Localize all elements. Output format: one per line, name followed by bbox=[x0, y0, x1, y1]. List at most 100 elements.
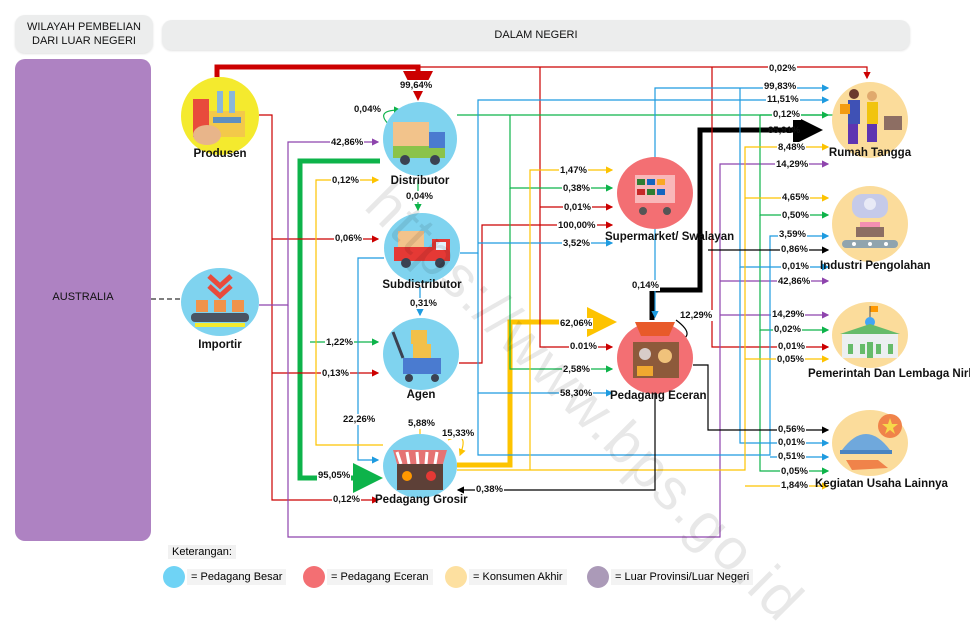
flow-line bbox=[418, 66, 871, 80]
label-distributor: Distributor bbox=[390, 175, 450, 187]
flow-label: 11,51% bbox=[766, 94, 800, 105]
government-building-icon bbox=[840, 306, 900, 358]
flow-label: 0,01% bbox=[563, 202, 592, 213]
flow-label: 0,04% bbox=[405, 191, 434, 202]
flow-line bbox=[259, 114, 380, 504]
flow-label: 0,38% bbox=[475, 484, 504, 495]
label-kegiatan: Kegiatan Usaha Lainnya bbox=[815, 478, 948, 490]
service-cloche-icon bbox=[840, 414, 902, 470]
flow-label: 0,38% bbox=[562, 183, 591, 194]
flow-label: 3,52% bbox=[562, 238, 591, 249]
node-industri[interactable] bbox=[832, 186, 908, 262]
flow-lines bbox=[214, 64, 871, 538]
flow-label: 0,86% bbox=[780, 244, 809, 255]
node-distributor[interactable] bbox=[383, 102, 457, 176]
node-pedagang-grosir[interactable] bbox=[383, 434, 457, 498]
flow-label: 0,02% bbox=[768, 63, 797, 74]
flow-line bbox=[456, 394, 656, 494]
flow-label: 0,05% bbox=[776, 354, 805, 365]
truck-icon bbox=[393, 122, 445, 165]
family-shopping-icon bbox=[840, 89, 902, 144]
flow-label: 0,01% bbox=[781, 261, 810, 272]
flow-label: 14,29% bbox=[775, 159, 810, 170]
flow-label: 99,83% bbox=[763, 81, 798, 92]
retail-shop-icon bbox=[633, 322, 679, 378]
flow-line bbox=[297, 158, 383, 493]
legend-label: = Konsumen Akhir bbox=[469, 569, 567, 585]
region-label: AUSTRALIA bbox=[52, 291, 114, 303]
node-produsen[interactable] bbox=[181, 77, 259, 155]
label-pemerintah: Pemerintah Dan Lembaga Nirlaba bbox=[808, 368, 970, 380]
flow-label: 95,05% bbox=[317, 470, 352, 481]
legend-item-pedagang-besar: = Pedagang Besar bbox=[163, 566, 287, 588]
flow-line bbox=[649, 115, 823, 320]
flow-line bbox=[315, 176, 383, 446]
flow-label: 0.01% bbox=[569, 341, 598, 352]
legend-label: = Pedagang Eceran bbox=[327, 569, 433, 585]
flow-line bbox=[259, 138, 380, 306]
header-foreign-region: WILAYAH PEMBELIAN DARI LUAR NEGERI bbox=[15, 15, 153, 53]
flow-label: 15,33% bbox=[441, 428, 476, 439]
legend-label: = Luar Provinsi/Luar Negeri bbox=[611, 569, 754, 585]
flow-label: 42,86% bbox=[777, 276, 812, 287]
node-kegiatan[interactable] bbox=[832, 410, 908, 476]
label-pedagang-grosir: Pedagang Grosir bbox=[375, 494, 468, 506]
flow-label: 0,05% bbox=[780, 466, 809, 477]
flow-line bbox=[357, 257, 384, 464]
flow-line bbox=[460, 96, 830, 254]
label-pedagang-eceran: Pedagang Eceran bbox=[610, 390, 707, 402]
flow-label: 99,64% bbox=[399, 80, 434, 91]
node-supermarket[interactable] bbox=[617, 157, 693, 229]
production-line-icon bbox=[842, 194, 898, 248]
label-agen: Agen bbox=[406, 389, 436, 401]
flow-line bbox=[287, 160, 830, 538]
label-subdistributor: Subdistributor bbox=[382, 279, 462, 291]
label-industri: Industri Pengolahan bbox=[820, 260, 931, 272]
flow-line bbox=[693, 364, 830, 434]
foreign-region-panel bbox=[15, 59, 151, 541]
legend-item-konsumen-akhir: = Konsumen Akhir bbox=[445, 566, 567, 588]
flow-label: 1,84% bbox=[780, 480, 809, 491]
flow-label: 58,30% bbox=[559, 388, 594, 399]
flow-label: 42,86% bbox=[330, 137, 365, 148]
node-pemerintah[interactable] bbox=[832, 302, 908, 368]
flow-line bbox=[459, 221, 614, 364]
flow-label: 0,12% bbox=[331, 175, 360, 186]
flow-label: 0,06% bbox=[334, 233, 363, 244]
legend-swatch bbox=[445, 566, 467, 588]
cart-boxes-icon bbox=[391, 330, 441, 382]
node-importir[interactable] bbox=[181, 268, 259, 336]
label-supermarket: Supermarket/ Swalayan bbox=[605, 231, 735, 243]
legend-label: = Pedagang Besar bbox=[187, 569, 287, 585]
flow-label: 5,88% bbox=[407, 418, 436, 429]
flow-label: 0,50% bbox=[781, 210, 810, 221]
node-agen[interactable] bbox=[383, 318, 459, 390]
factory-icon bbox=[193, 91, 245, 145]
node-subdistributor[interactable] bbox=[384, 213, 460, 283]
flow-label: 0,13% bbox=[321, 368, 350, 379]
flow-label: 0,14% bbox=[631, 280, 660, 291]
flow-label: 0,12% bbox=[332, 494, 361, 505]
node-rumah-tangga[interactable] bbox=[832, 82, 908, 158]
flow-line bbox=[509, 115, 614, 192]
flow-label: 2,58% bbox=[562, 364, 591, 375]
flow-label: 8,48% bbox=[777, 142, 806, 153]
delivery-truck-icon bbox=[394, 231, 450, 268]
node-pedagang-eceran[interactable] bbox=[617, 322, 693, 394]
legend-item-luar-provinsi: = Luar Provinsi/Luar Negeri bbox=[587, 566, 754, 588]
label-rumah-tangga: Rumah Tangga bbox=[828, 147, 912, 159]
flow-label: 22,26% bbox=[342, 414, 377, 425]
label-produsen: Produsen bbox=[193, 148, 247, 160]
flow-label: 0,01% bbox=[777, 437, 806, 448]
flow-label: 0,02% bbox=[773, 324, 802, 335]
flow-label: 62,06% bbox=[559, 318, 594, 329]
legend-title: Keterangan: bbox=[168, 545, 236, 559]
flow-label: 0,51% bbox=[777, 451, 806, 462]
label-importir: Importir bbox=[198, 339, 242, 351]
flow-label: 3,59% bbox=[778, 229, 807, 240]
flow-label: 1,22% bbox=[325, 337, 354, 348]
flow-diagram bbox=[151, 64, 871, 538]
market-stall-icon bbox=[393, 450, 447, 490]
legend-item-pedagang-eceran: = Pedagang Eceran bbox=[303, 566, 433, 588]
flow-label: 85,91% bbox=[768, 125, 801, 136]
